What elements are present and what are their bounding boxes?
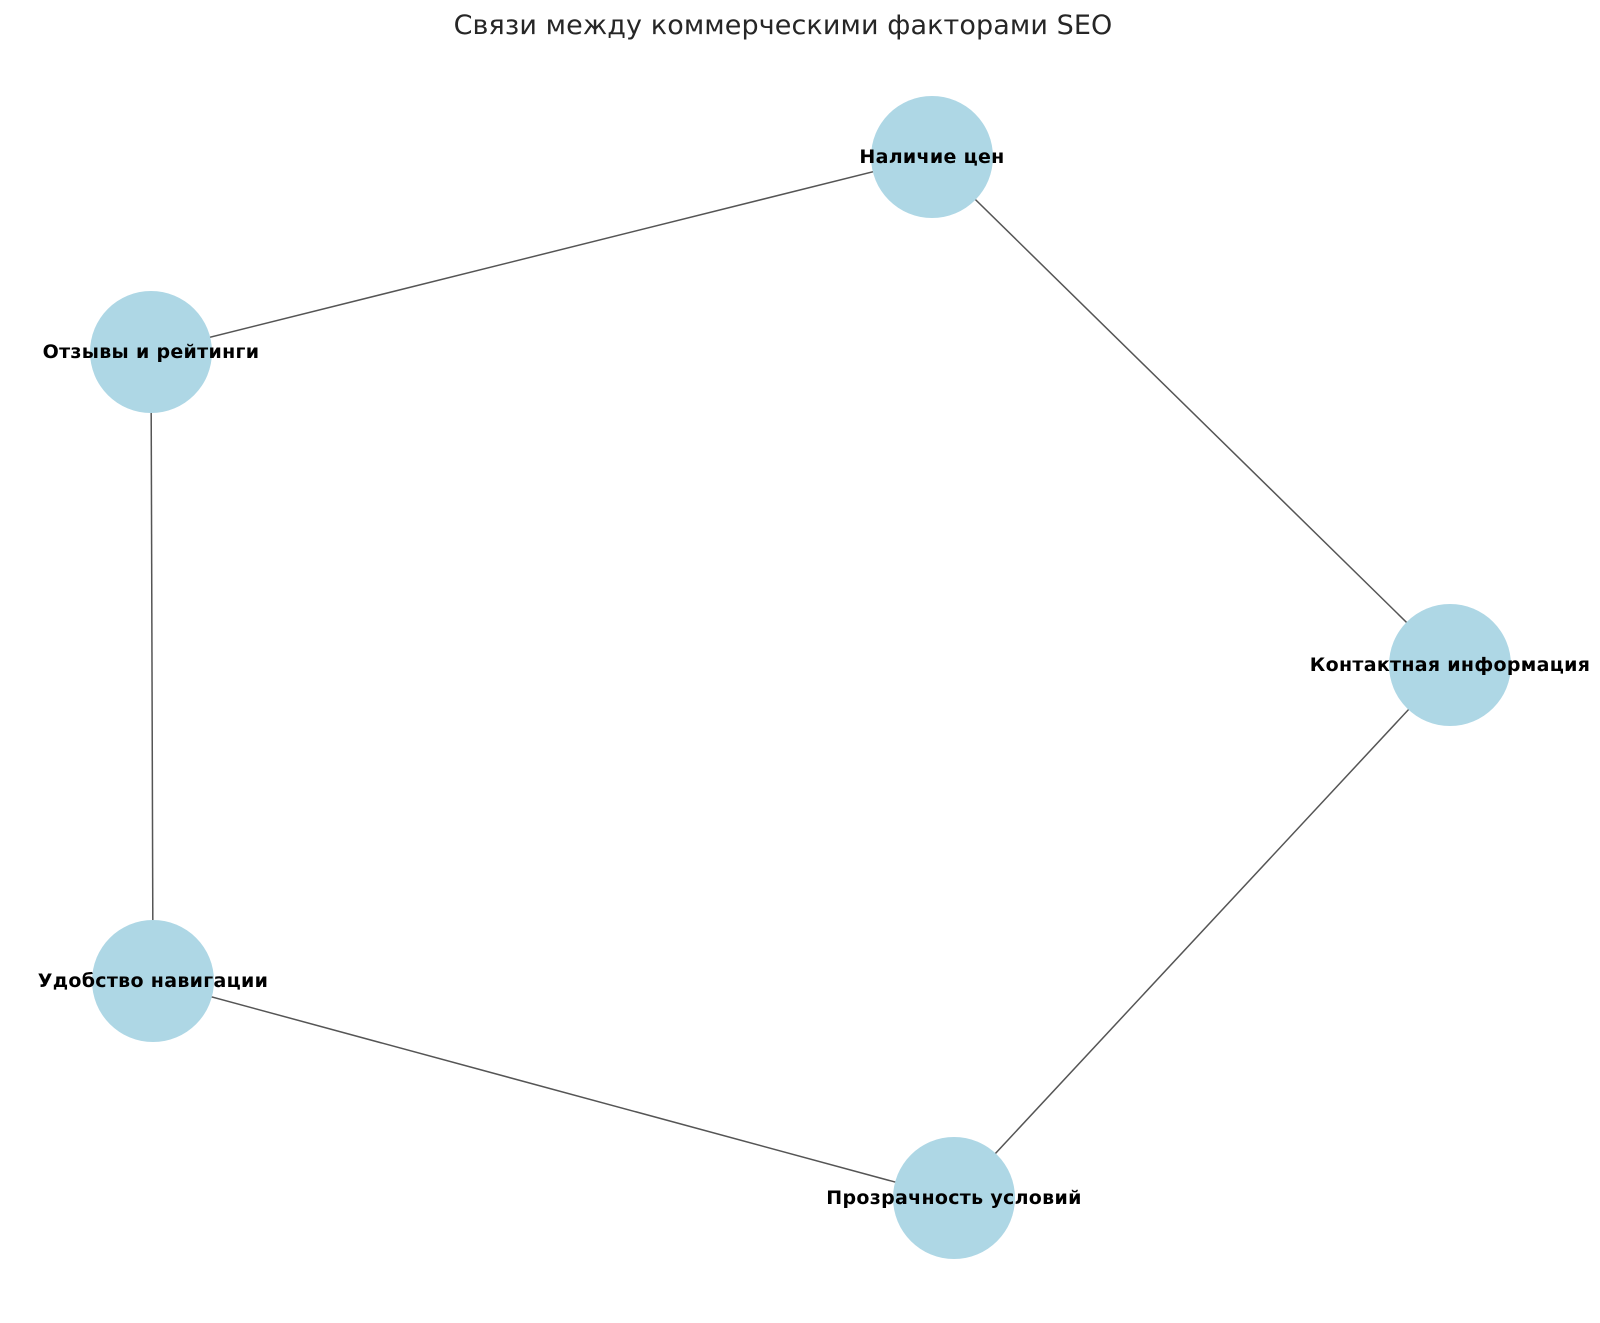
graph-edge bbox=[931, 156, 1451, 666]
graph-edge bbox=[150, 351, 154, 982]
node-circle[interactable] bbox=[1389, 604, 1511, 726]
graph-edge bbox=[953, 664, 1451, 1199]
node-circle[interactable] bbox=[92, 920, 214, 1042]
node-circle[interactable] bbox=[871, 96, 993, 218]
node-circle[interactable] bbox=[893, 1137, 1015, 1259]
graph-edge bbox=[152, 980, 955, 1199]
graph-edge bbox=[150, 156, 933, 353]
node-circle[interactable] bbox=[90, 291, 212, 413]
edge-layer bbox=[150, 156, 1451, 1199]
page-title: Связи между коммерческими факторами SEO bbox=[453, 10, 1113, 41]
